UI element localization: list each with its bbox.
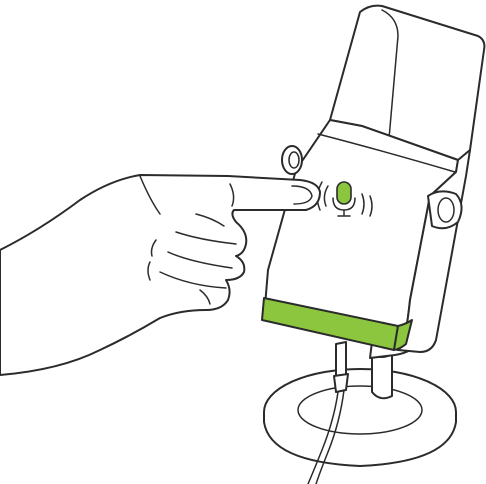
right-knob (428, 191, 462, 228)
left-knob (282, 146, 302, 174)
desk-stand-base (264, 369, 456, 466)
microphone-body (264, 6, 484, 352)
